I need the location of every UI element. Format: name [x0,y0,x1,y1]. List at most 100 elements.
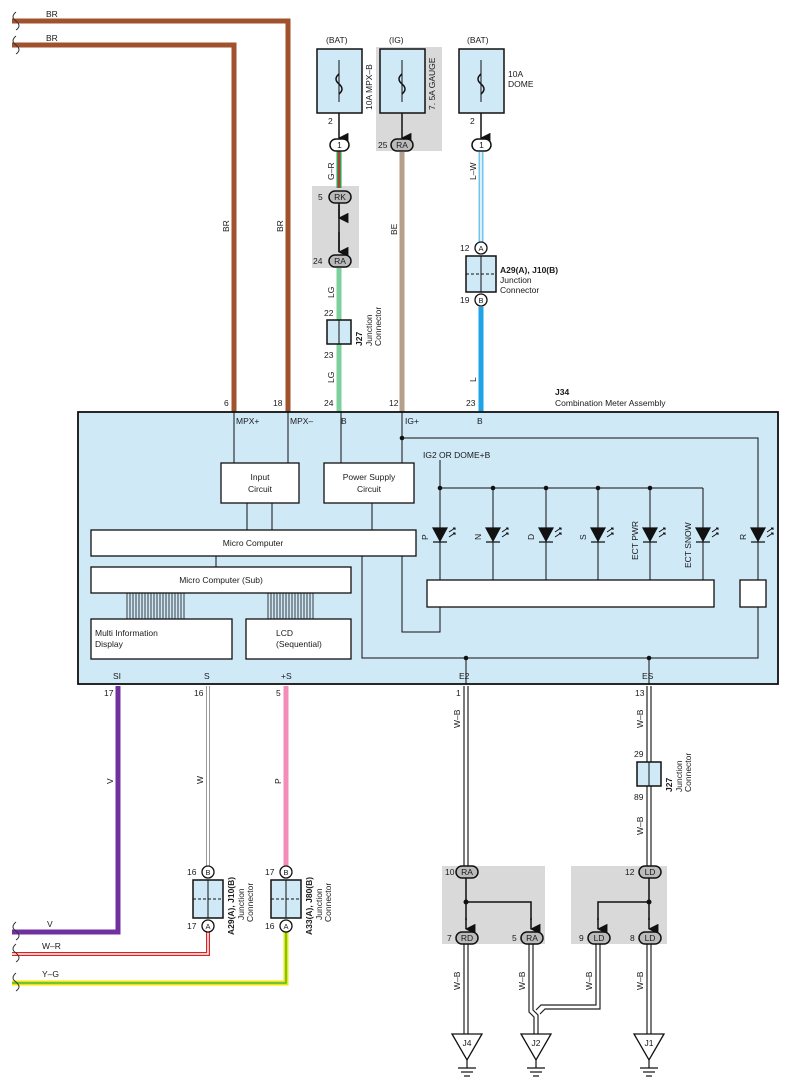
lcd-block: LCD (Sequential) [245,618,352,660]
ground-label: J4 [463,1038,472,1048]
label-wb-e2: W–B [452,709,462,728]
pin-num: 24 [324,398,334,408]
led-label: N [473,534,483,540]
label-wb-j2b: W–B [584,971,594,990]
led-driver-block [426,579,715,608]
connector-name: A33(A), J80(B) [304,877,314,935]
led-label: ECT SNOW [683,522,693,568]
connector-desc2: Connector [500,285,539,295]
meter-id: J34 [555,387,569,397]
connector-pin: 9 [579,933,584,943]
pin-letter-b: B [478,296,483,305]
splice-ra [465,878,532,920]
fuse-source: (IG) [389,35,404,45]
ground-j4: J4 [450,1033,484,1077]
label-wr: W–R [42,941,61,951]
pin-letter-a: A [478,244,483,253]
label-wb-j27: W–B [635,816,645,835]
connector-rd-7: 7 RD [447,918,479,945]
connector-label: RA [334,256,346,266]
block-label-2: Display [95,639,124,649]
ig2-dome-label: IG2 OR DOME+B [423,450,491,460]
pin-in: 22 [324,308,334,318]
pin-num: 13 [635,688,645,698]
led-icon [641,527,659,543]
pin-label-mpx-minus: MPX– [290,416,313,426]
fuse-name: 10A MPX–B [364,64,374,110]
connector-ld-8: 8 LD [630,918,662,945]
pin-label-b2: B [477,416,483,426]
fuse-dome: (BAT) 10A DOME 2 [458,35,534,144]
pin-letter-b: B [205,868,210,877]
pin-label-e2: E2 [459,671,470,681]
pin-b: 17 [265,867,275,877]
connector-rk: RK 5 [318,190,352,224]
pin-num: 23 [466,398,476,408]
wire-breaks [12,11,20,992]
wire-br-6 [12,42,237,412]
connector-ra-5: 5 RA [512,918,544,945]
meter-name: Combination Meter Assembly [555,398,666,408]
connector-label: LD [594,933,605,943]
ground-j1: J1 [632,1033,666,1077]
fuse-icon [335,73,343,95]
led-d: D [526,527,562,543]
pin-num: 17 [104,688,114,698]
connector-label: 1 [337,140,342,150]
connector-label: RK [334,192,346,202]
ground-j2: J2 [519,1033,553,1077]
pin-num: 5 [276,688,281,698]
connector-label: RA [526,933,538,943]
fuse-pin: 2 [470,116,475,126]
label-br-vertical-6: BR [221,220,231,232]
block-label: Micro Computer (Sub) [179,575,263,585]
label-p: P [273,778,283,784]
pin-a: 16 [265,921,275,931]
connector-ld-9: 9 LD [579,918,611,945]
label-yg: Y–G [42,969,59,979]
power-supply-block: Power Supply Circuit [323,462,415,504]
pin-label-es: ES [642,671,654,681]
block-label-1: LCD [276,628,293,638]
connector-label: LD [645,867,656,877]
led-icon [431,527,449,543]
input-circuit-block: Input Circuit [220,462,300,504]
multi-information-display-block: Multi Information Display [90,618,233,660]
connector-desc2: Connector [245,883,255,922]
label-wb-j4: W–B [452,971,462,990]
pin-out: 89 [634,792,644,802]
connector-pin: 10 [445,867,455,877]
connector-desc1: Junction [364,314,374,346]
connector-label: 1 [479,140,484,150]
label-lg-upper: LG [326,287,336,298]
led-label: R [738,534,748,540]
shade-ra-rd [442,866,545,944]
pin-letter-a: A [283,922,288,931]
pin-a: 17 [187,921,197,931]
block-label-1: Multi Information [95,628,158,638]
ground-icon [632,1033,666,1062]
splice-ld [597,878,650,920]
meter-top-pins: 6 18 24 12 23 [224,398,476,408]
connector-ra-24: RA 24 [313,232,352,268]
connector-label: RA [396,140,408,150]
connector-pin: 12 [625,867,635,877]
block-label-2: Circuit [248,484,273,494]
pin-label-s: S [204,671,210,681]
fuse-pin: 2 [328,116,333,126]
pin-num: 12 [389,398,399,408]
ground-icon [519,1033,553,1062]
block-label-2: (Sequential) [276,639,322,649]
led-s: S [578,527,614,543]
pin-letter-a: A [205,922,210,931]
led-label: ECT PWR [630,521,640,560]
connector-desc1: Junction [236,888,246,920]
pin-label-plus-s: +S [281,671,292,681]
connector-pin: 7 [447,933,452,943]
connector-desc2: Connector [323,883,333,922]
junction-connector-j27-top: 22 23 J27 Junction Connector [324,307,383,360]
junction-connector-j27-bottom: 29 89 J27 Junction Connector [634,749,693,802]
led-n: N [473,527,509,543]
fuse-source: (BAT) [326,35,348,45]
connector-name: A29(A), J10(B) [500,265,558,275]
